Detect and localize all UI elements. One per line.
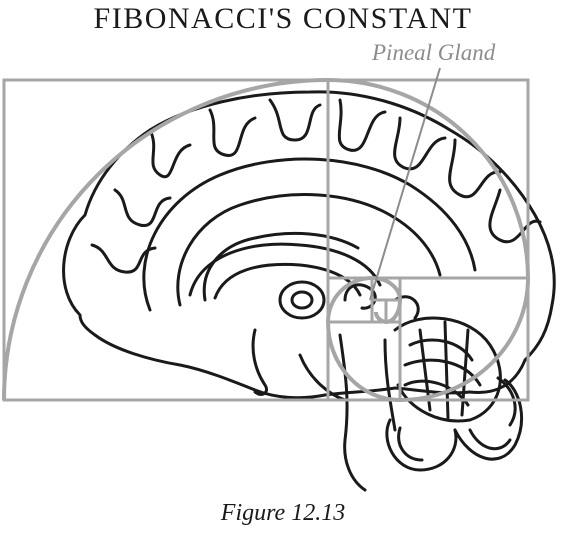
- golden-rectangle-outer: [2, 78, 530, 402]
- pineal-pointer-line: [369, 67, 441, 301]
- fibonacci-overlay: [2, 77, 531, 403]
- figure-caption: Figure 12.13: [220, 500, 346, 526]
- fibonacci-spiral: [2, 77, 531, 403]
- figure-title: FIBONACCI'S CONSTANT: [93, 2, 473, 35]
- pineal-gland-label: Pineal Gland: [372, 40, 496, 65]
